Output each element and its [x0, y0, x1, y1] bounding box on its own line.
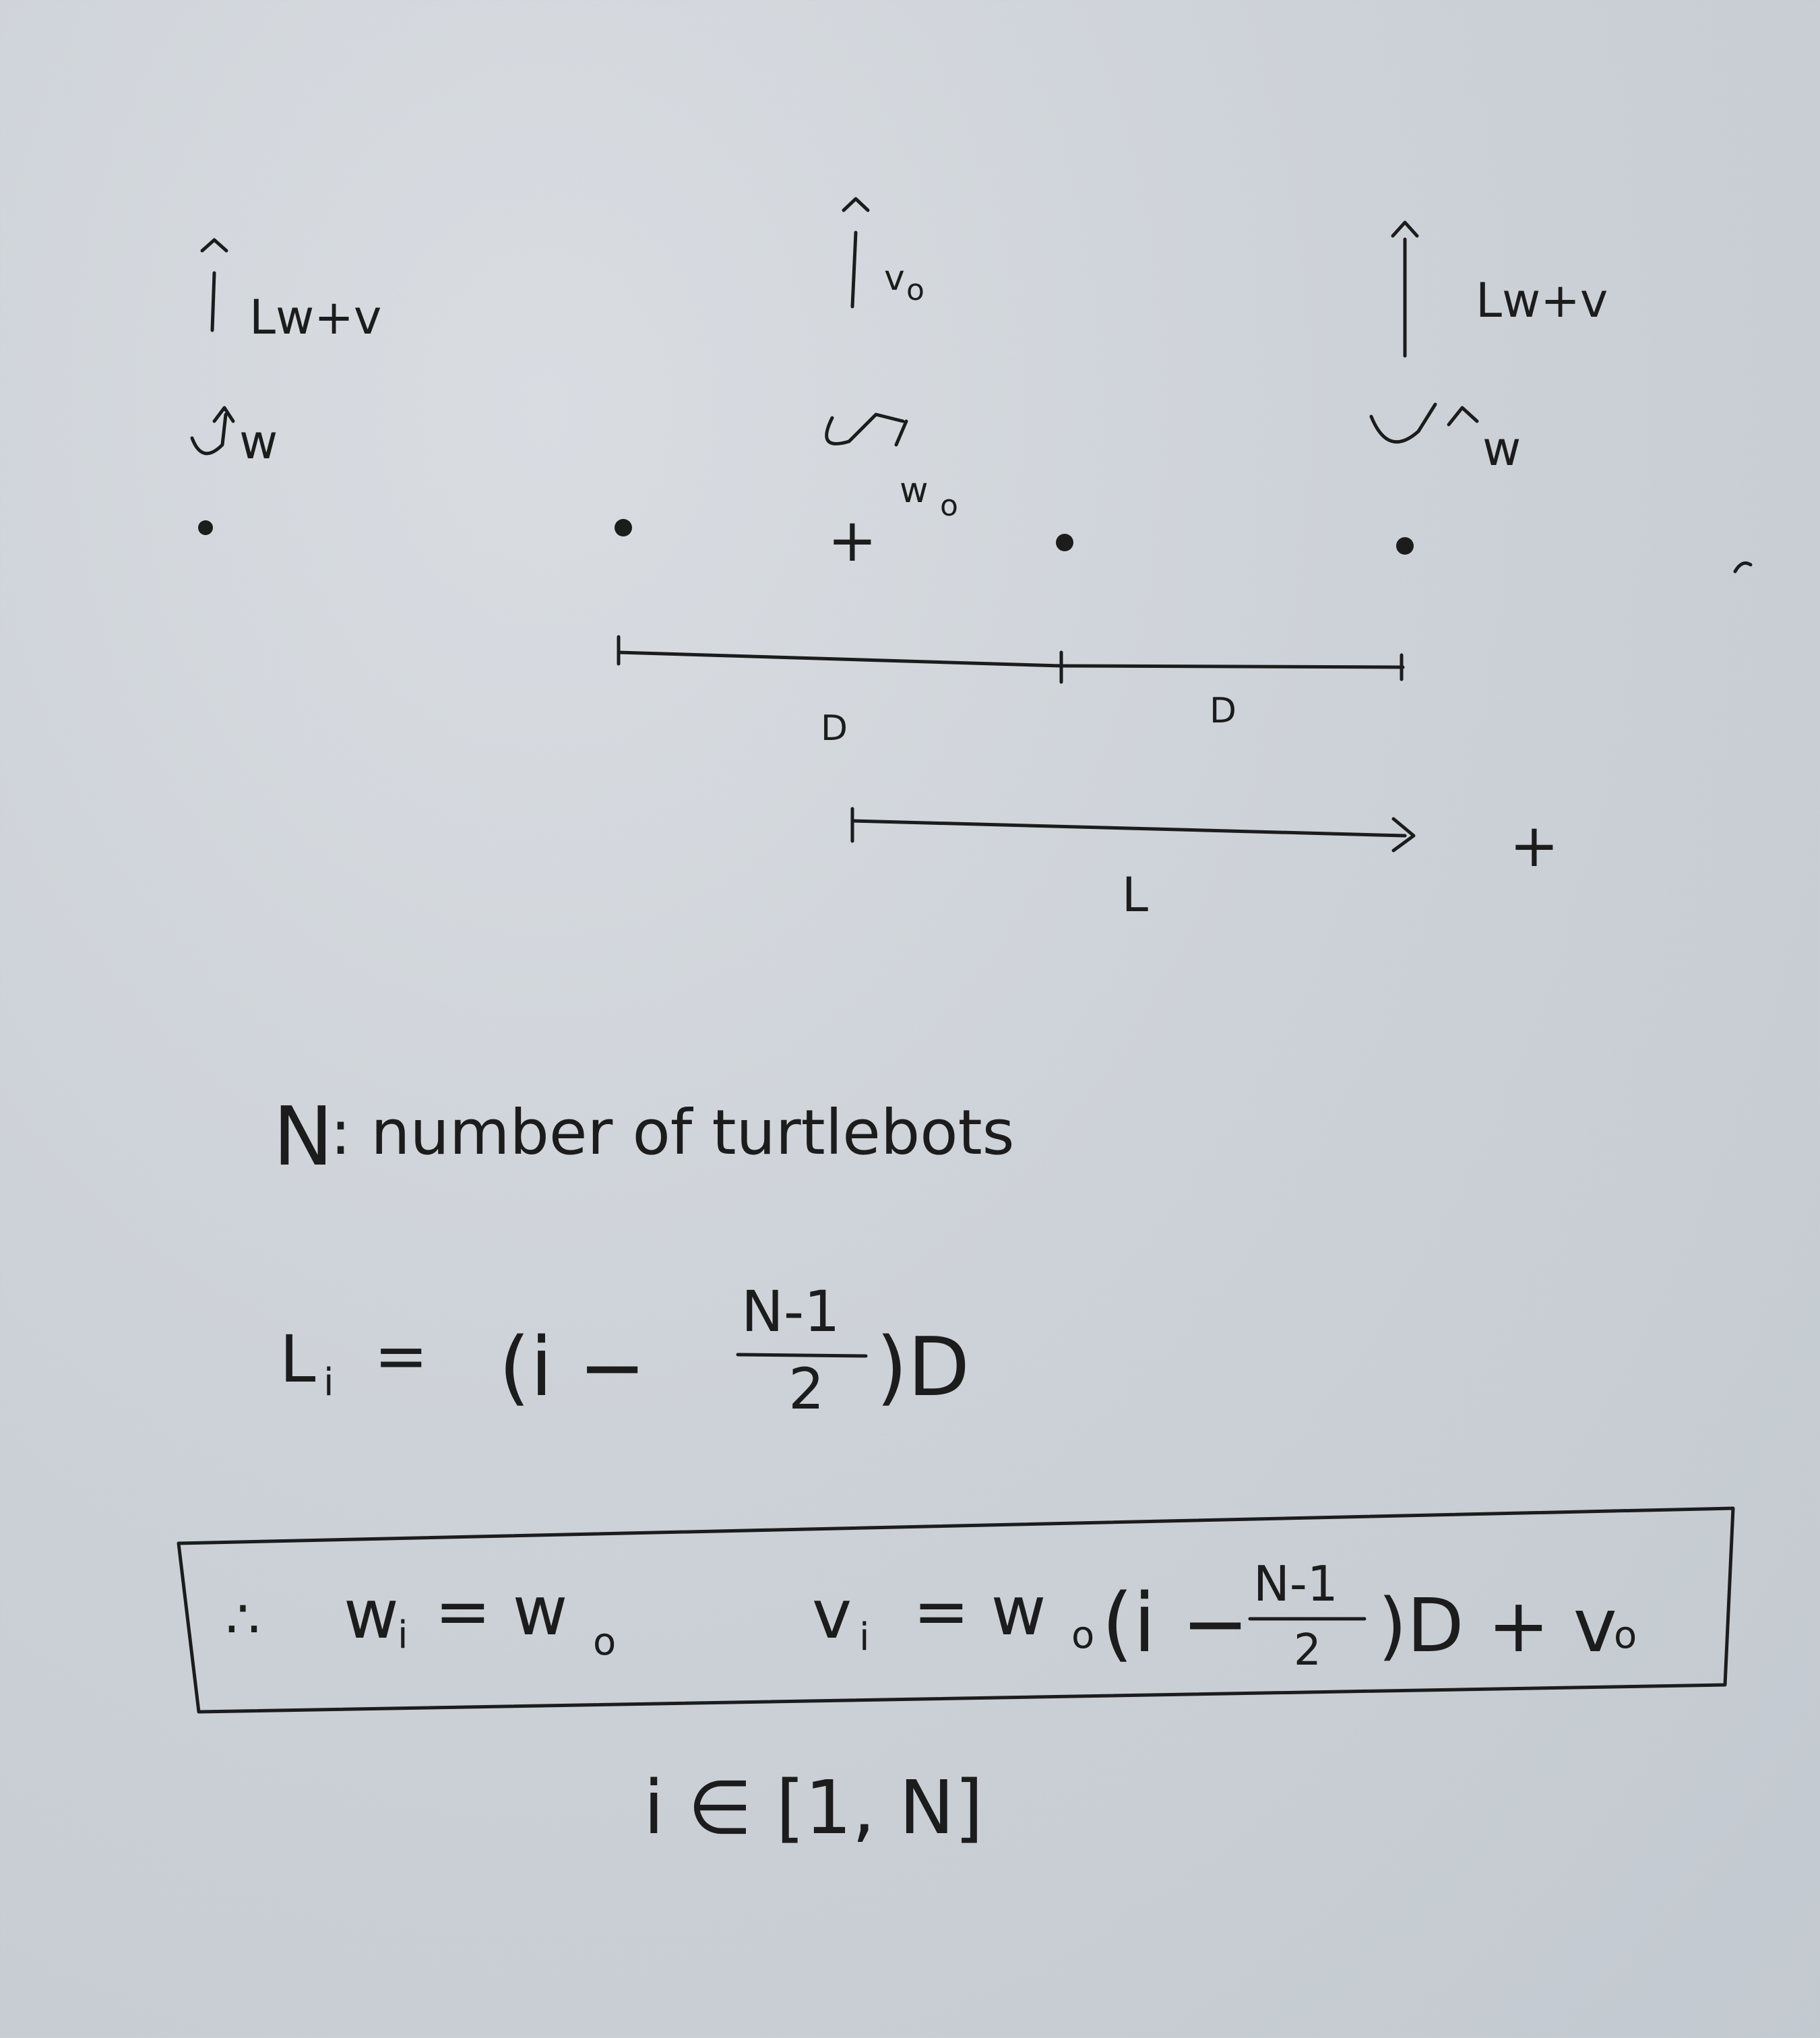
left-velocity-arrow-hat	[200, 238, 228, 253]
result-box-outline	[177, 1506, 1735, 1714]
center-velocity-label: v	[884, 258, 905, 299]
robot-dot-2	[615, 519, 632, 536]
li-num: N-1	[741, 1278, 840, 1345]
v-eq: = w	[913, 1572, 1046, 1650]
w-eq: = w	[435, 1572, 567, 1650]
li-fraction-bar	[736, 1353, 868, 1358]
right-velocity-label: Lw+v	[1476, 273, 1608, 328]
left-robot-dot	[198, 520, 213, 535]
v-rhs-sub: o	[1614, 1613, 1637, 1657]
ruler-line-2	[1059, 664, 1405, 669]
w-lhs: w	[344, 1575, 399, 1654]
right-velocity-arrow-hat	[1391, 220, 1419, 238]
definition-symbol: N	[273, 1090, 334, 1184]
right-rotation-arrow	[1369, 402, 1437, 444]
offset-label: L	[1122, 867, 1148, 923]
left-rotation-arrow	[190, 412, 228, 456]
therefore-symbol: ∴	[226, 1588, 260, 1650]
v-open: (i −	[1102, 1577, 1249, 1671]
v-den: 2	[1294, 1626, 1321, 1675]
robot-dot-3	[1056, 534, 1073, 551]
stray-mark	[1733, 561, 1753, 574]
center-rotation-label: w	[900, 470, 929, 511]
left-rotation-label: w	[239, 414, 278, 470]
li-lhs: L	[280, 1322, 315, 1397]
right-rotation-label: w	[1482, 421, 1521, 476]
definition-text: : number of turtlebots	[330, 1097, 1015, 1169]
center-rotation-sub: o	[940, 489, 958, 523]
w-sub: i	[398, 1613, 408, 1657]
left-rotation-arrow-hat	[212, 406, 235, 423]
li-sub: i	[323, 1361, 334, 1404]
offset-line	[850, 819, 1407, 838]
center-velocity-arrow	[850, 230, 858, 309]
v-lhs: v	[812, 1575, 852, 1654]
right-robot: Lw+v w	[1369, 220, 1608, 555]
offset-arrow: + L	[850, 807, 1559, 923]
center-rotation-arrow	[825, 412, 905, 445]
center-velocity-arrow-hat	[842, 197, 870, 212]
offset-arrow-head	[1391, 817, 1416, 853]
li-open: (i −	[499, 1321, 646, 1415]
li-den: 2	[788, 1356, 824, 1422]
definition-line: N : number of turtlebots	[273, 1090, 1015, 1184]
center-rotation-arrow-tip	[894, 419, 908, 447]
index-domain: i ∈ [1, N]	[644, 1764, 983, 1851]
right-robot-dot	[1396, 537, 1414, 555]
center-velocity-sub: o	[906, 273, 924, 307]
spacing-label-1: D	[821, 708, 848, 749]
left-velocity-label: Lw+v	[249, 290, 381, 345]
ruler-line-1	[617, 650, 1063, 668]
result-box: ∴ w i = w o v i = w o (i − N-1 2 )D + v …	[177, 1506, 1735, 1714]
v-w-sub: o	[1071, 1613, 1094, 1657]
center-mark: +	[827, 505, 877, 575]
v-num: N-1	[1253, 1555, 1338, 1612]
li-equation: L i = (i − N-1 2 )D	[280, 1278, 970, 1422]
v-sub: i	[859, 1615, 870, 1659]
center-robot: v o w o +	[825, 197, 958, 575]
spacing-label-2: D	[1210, 691, 1236, 731]
right-rotation-arrow-hat	[1447, 406, 1479, 427]
li-close: )D	[876, 1321, 970, 1415]
w-rhs-sub: o	[593, 1620, 616, 1664]
li-eq: =	[374, 1318, 428, 1394]
v-close: )D + v	[1378, 1582, 1617, 1669]
offset-plus: +	[1509, 811, 1559, 880]
left-robot: Lw+v w	[190, 238, 381, 535]
spacing-ruler: D D	[617, 635, 1405, 749]
left-velocity-arrow	[210, 271, 216, 332]
